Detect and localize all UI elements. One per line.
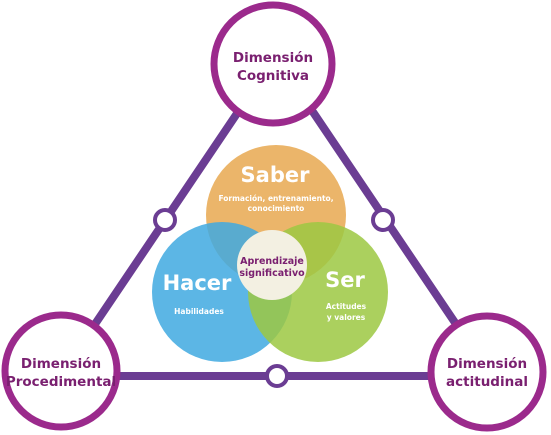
node-procedimental: Dimensión Procedimental: [1, 311, 121, 431]
venn-diagram: Saber Formación, entrenamiento, conocimi…: [152, 145, 388, 362]
node-actitudinal-circle: [427, 312, 547, 432]
connector-bottom: [265, 364, 289, 388]
connector-left: [153, 208, 177, 232]
venn-ser-title: Ser: [325, 268, 365, 292]
center-line2: significativo: [239, 268, 305, 279]
venn-saber-sub1: Formación, entrenamiento,: [218, 194, 333, 203]
venn-saber-sub2: conocimiento: [248, 204, 305, 213]
node-procedimental-circle: [1, 311, 121, 431]
node-actitudinal-line2: actitudinal: [446, 374, 528, 390]
node-cognitiva-circle: [210, 1, 336, 127]
center-line1: Aprendizaje: [240, 256, 304, 267]
venn-hacer-title: Hacer: [163, 271, 232, 295]
venn-hacer-sub1: Habilidades: [174, 307, 224, 316]
node-cognitiva-line1: Dimensión: [233, 50, 313, 66]
node-cognitiva: Dimensión Cognitiva: [210, 1, 336, 127]
node-cognitiva-line2: Cognitiva: [237, 68, 309, 84]
venn-ser-sub1: Actitudes: [326, 302, 367, 311]
venn-saber-title: Saber: [241, 163, 311, 187]
node-actitudinal-line1: Dimensión: [447, 356, 527, 372]
node-procedimental-line1: Dimensión: [21, 356, 101, 372]
node-actitudinal: Dimensión actitudinal: [427, 312, 547, 432]
node-procedimental-line2: Procedimental: [6, 374, 116, 390]
venn-ser-sub2: y valores: [327, 313, 366, 322]
venn-center: [237, 230, 307, 300]
connector-right: [371, 208, 395, 232]
edge-connectors: [153, 208, 395, 388]
